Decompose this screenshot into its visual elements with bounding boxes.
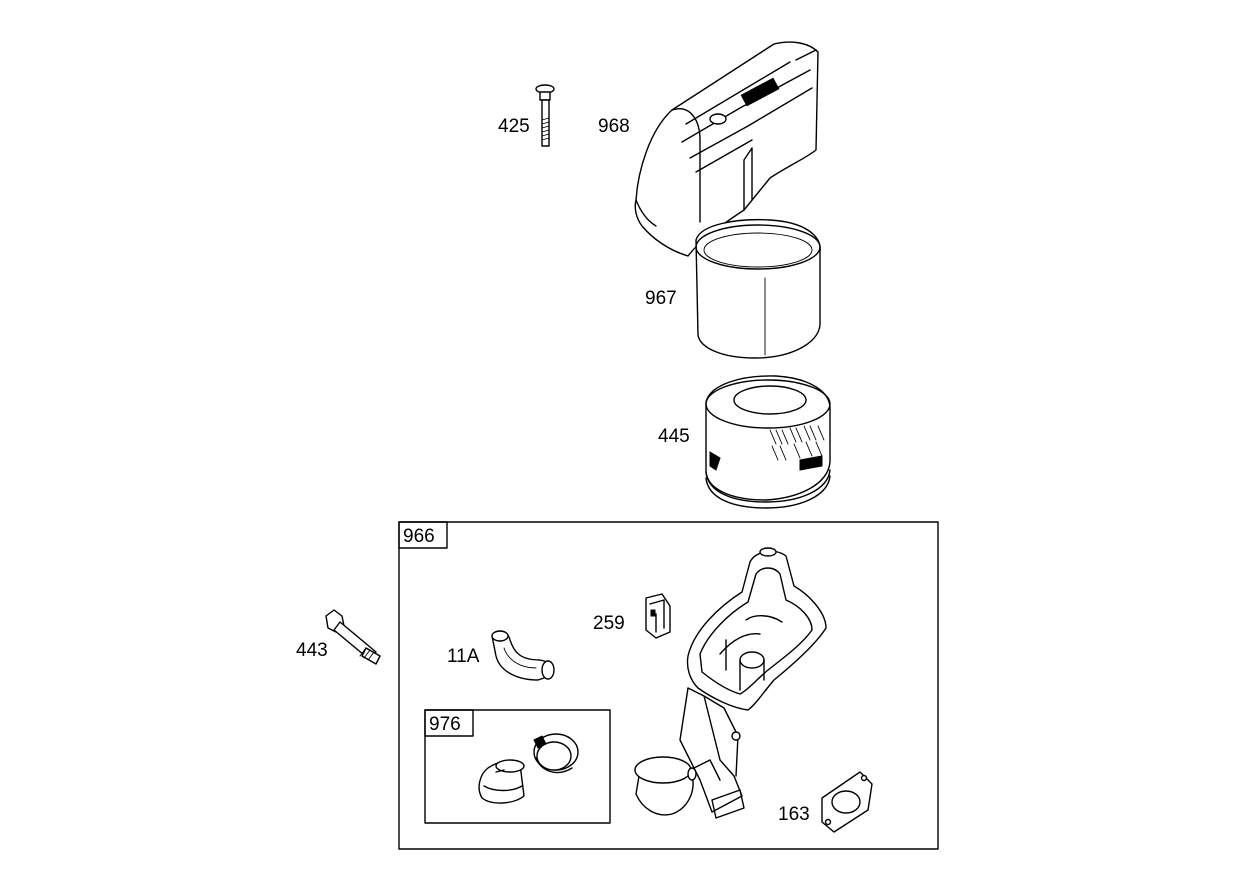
label-966: 966: [403, 526, 435, 547]
part-259-clip: [645, 593, 671, 639]
label-163: 163: [778, 804, 810, 825]
label-259: 259: [593, 613, 625, 634]
kit-box-966-tag: [398, 521, 448, 549]
part-163-gasket: [821, 771, 873, 833]
label-425: 425: [498, 116, 530, 137]
part-443-bolt: [325, 609, 381, 665]
label-968: 968: [598, 116, 630, 137]
kit-box-976-tag: [424, 709, 474, 737]
part-976-cap: [478, 759, 525, 804]
part-445-filter: [705, 375, 831, 509]
kit-box-976: [424, 709, 611, 824]
kit-box-966: [398, 521, 939, 850]
part-air-cleaner-base: [634, 547, 827, 819]
part-967-precleaner: [695, 218, 821, 359]
part-976-clamp: [533, 733, 579, 774]
part-11a-tube: [491, 630, 555, 681]
part-968-cover: [634, 41, 819, 257]
part-425-screw: [535, 84, 555, 147]
label-11a: 11A: [447, 646, 480, 667]
label-967: 967: [645, 288, 677, 309]
label-443: 443: [296, 640, 328, 661]
label-976: 976: [429, 714, 461, 735]
label-445: 445: [658, 426, 690, 447]
